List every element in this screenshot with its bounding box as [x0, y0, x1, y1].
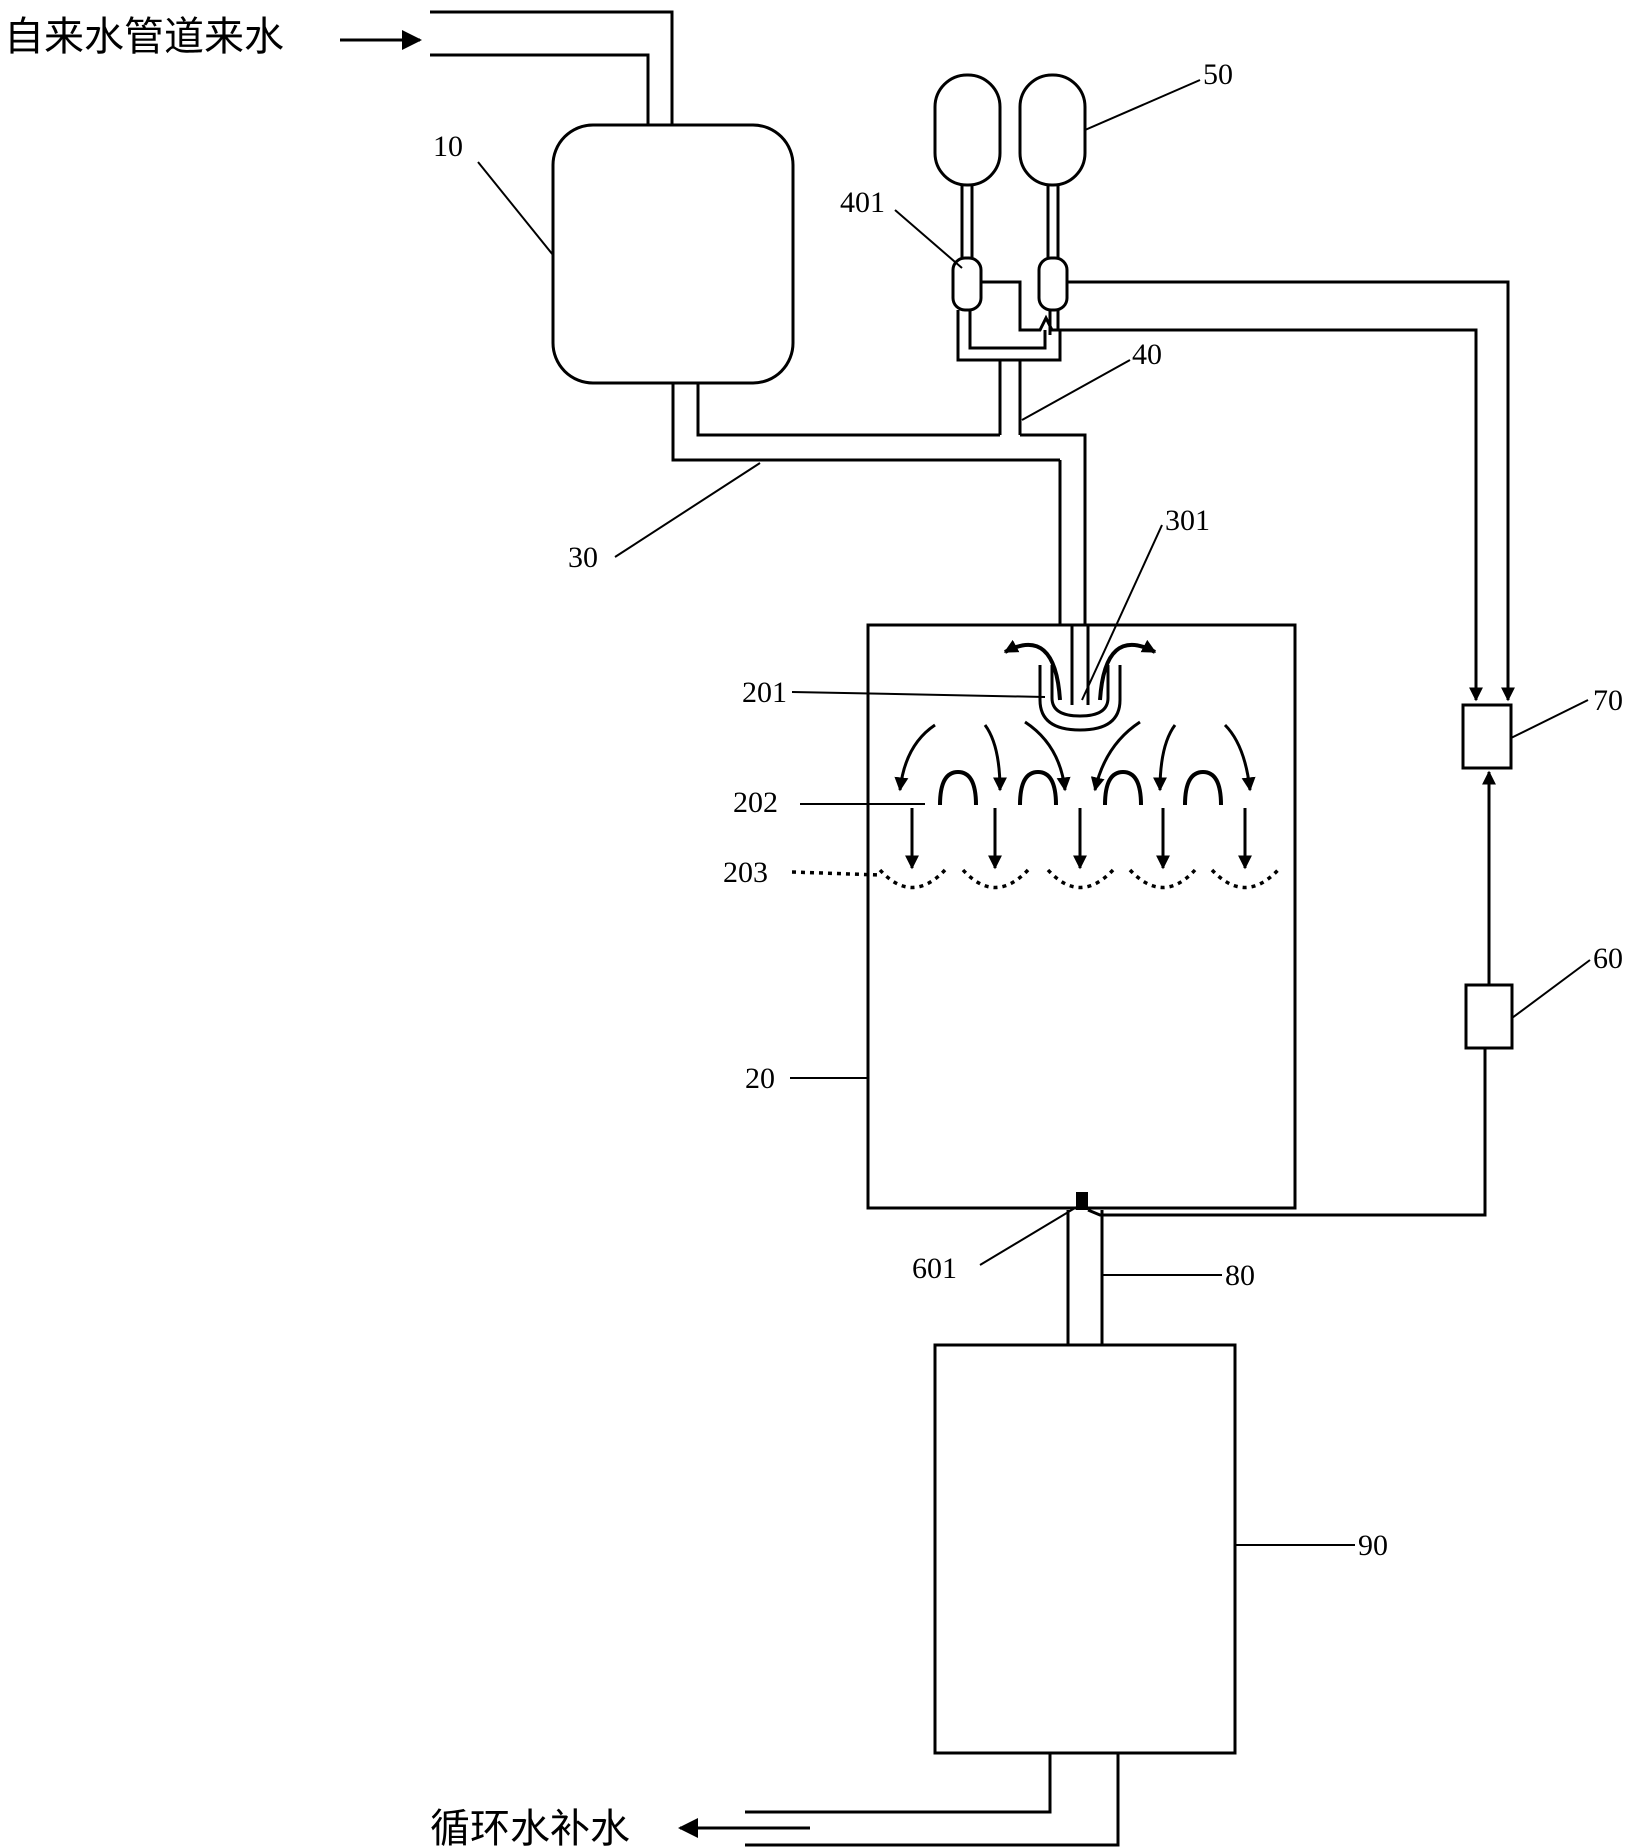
- dotted-cup-203-5: [1210, 868, 1280, 890]
- signal-601-to-60: [1087, 1048, 1487, 1217]
- signal-line-right-valve: [1067, 280, 1515, 702]
- spray-arrow-left: [1003, 639, 1062, 701]
- controller-70: [1461, 703, 1513, 770]
- fall-arrow-1: [894, 723, 936, 792]
- dotted-cup-203-3: [1046, 868, 1115, 890]
- leader-50: [1084, 79, 1201, 131]
- leader-601: [979, 1204, 1081, 1266]
- label-80: 80: [1225, 1259, 1255, 1292]
- outlet-label: 循环水补水: [430, 1806, 630, 1848]
- signal-line-left-valve: [981, 280, 1483, 702]
- spray-arrow-right: [1098, 639, 1157, 701]
- cup-201-outer: [1038, 665, 1122, 732]
- fall-arrow-5: [1153, 724, 1177, 792]
- sensor-60: [1464, 983, 1514, 1050]
- arch-202-4: [1183, 769, 1223, 806]
- pipe-30-inner: [696, 383, 1000, 437]
- leader-10: [477, 161, 554, 256]
- pressure-tank-left: [933, 73, 1002, 187]
- label-202: 202: [733, 786, 778, 819]
- outlet-pipe-outer: [745, 1753, 1120, 1847]
- label-301: 301: [1165, 504, 1210, 537]
- dotted-cup-203-1: [878, 868, 947, 890]
- label-30: 30: [568, 541, 598, 574]
- fall-arrow-6: [1223, 723, 1256, 792]
- label-601: 601: [912, 1252, 957, 1285]
- label-401: 401: [840, 186, 885, 219]
- inlet-pipe-inner: [430, 53, 650, 125]
- inlet-label: 自来水管道来水: [4, 14, 284, 60]
- manifold-inner: [968, 310, 1047, 350]
- leader-70: [1510, 699, 1589, 739]
- leader-60: [1511, 959, 1591, 1019]
- tank-90: [933, 1343, 1237, 1755]
- pressure-tank-right: [1018, 73, 1087, 187]
- dotted-cup-203-4: [1128, 868, 1197, 890]
- manifold-outer: [956, 310, 1062, 362]
- label-10: 10: [433, 130, 463, 163]
- valve-401-left: [951, 256, 983, 312]
- fall-arrow-4: [1090, 720, 1141, 792]
- tank-10: [551, 123, 795, 385]
- leader-401: [894, 209, 963, 269]
- valve-401-right: [1037, 256, 1069, 312]
- dotted-cup-203-2: [961, 868, 1030, 890]
- label-203: 203: [723, 856, 768, 889]
- label-20: 20: [745, 1062, 775, 1095]
- pipe-30-outer: [671, 383, 1060, 462]
- pipe-40-down-right: [1020, 433, 1087, 625]
- tank-20: [866, 623, 1297, 1210]
- leader-301: [1081, 524, 1163, 701]
- cup-201-inner: [1050, 665, 1110, 718]
- leader-201: [791, 691, 1046, 698]
- fall-arrow-2: [983, 724, 1007, 792]
- label-40: 40: [1132, 338, 1162, 371]
- arch-202-2: [1018, 769, 1058, 806]
- label-201: 201: [742, 676, 787, 709]
- label-60: 60: [1593, 942, 1623, 975]
- leader-203: [791, 870, 881, 877]
- arch-202-1: [938, 769, 978, 806]
- leader-40: [1021, 359, 1131, 421]
- fall-arrow-3: [1024, 720, 1071, 792]
- label-50: 50: [1203, 58, 1233, 91]
- inlet-pipe: [430, 10, 674, 125]
- leader-30: [614, 462, 761, 558]
- arch-202-3: [1103, 769, 1143, 806]
- label-90: 90: [1358, 1529, 1388, 1562]
- outlet-pipe-inner: [745, 1753, 1052, 1814]
- label-70: 70: [1593, 684, 1623, 717]
